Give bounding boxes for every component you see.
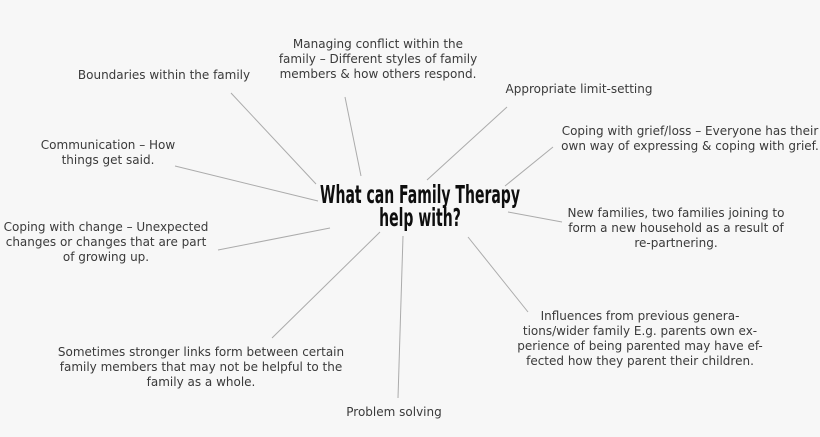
node-managing-conflict: Managing conflict within the family – Di… xyxy=(278,37,478,81)
node-grief-loss: Coping with grief/loss – Everyone has th… xyxy=(561,124,819,153)
diagram-center-title: What can Family Therapy help with? xyxy=(242,180,599,232)
connector-problem-solving xyxy=(397,235,404,399)
connector-limit-setting xyxy=(426,106,508,181)
node-stronger-links: Sometimes stronger links form between ce… xyxy=(57,345,345,389)
diagram-center-title-text: What can Family Therapy help with? xyxy=(320,180,520,232)
connector-coping-change xyxy=(217,227,331,251)
connector-boundaries xyxy=(230,92,317,185)
node-influences: Influences from previous genera- tions/w… xyxy=(517,309,763,368)
node-boundaries: Boundaries within the family xyxy=(77,68,251,82)
node-limit-setting: Appropriate limit-setting xyxy=(505,82,653,96)
node-communication: Communication – How things get said. xyxy=(40,138,176,167)
node-coping-change: Coping with change – Unexpected changes … xyxy=(3,220,209,264)
connector-stronger-links xyxy=(271,231,381,339)
connector-influences xyxy=(467,236,529,313)
node-problem-solving: Problem solving xyxy=(346,405,442,419)
node-new-families: New families, two families joining to fo… xyxy=(567,206,785,250)
connector-managing-conflict xyxy=(344,96,362,177)
